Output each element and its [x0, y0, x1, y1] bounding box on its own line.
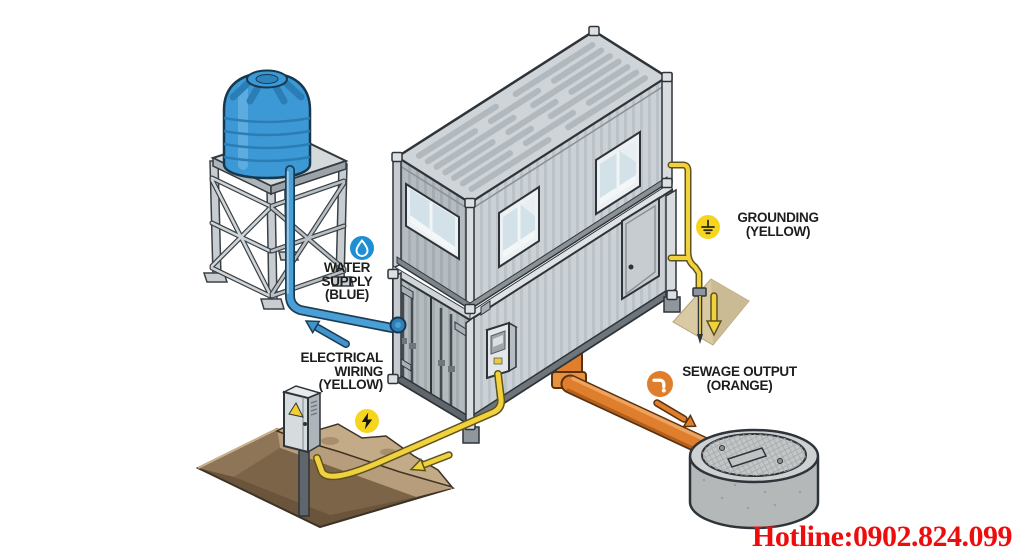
lower-container — [392, 188, 681, 444]
water-supply-label: WATER SUPPLY (BLUE) — [299, 261, 395, 302]
upper-container — [392, 29, 673, 313]
hotline-text: Hotline:0902.824.099 — [752, 520, 1013, 553]
window — [595, 130, 641, 216]
electric-meter-box — [485, 321, 518, 380]
label-line: (ORANGE) — [706, 377, 773, 393]
sewage-pipe — [560, 374, 722, 460]
label-line: GROUNDING — [737, 210, 819, 225]
earth-ground-icon — [696, 215, 720, 239]
water-flow-arrow — [304, 320, 350, 348]
grounding-label: GROUNDING (YELLOW) — [722, 211, 834, 238]
water-tank — [222, 69, 312, 180]
label-line: (YELLOW) — [318, 377, 384, 392]
ground-clamp — [692, 287, 707, 297]
label-line: SEWAGE OUTPUT — [682, 364, 797, 379]
lightning-bolt-icon — [355, 409, 379, 433]
electrical-cable — [313, 370, 506, 481]
cabinet-pole — [298, 449, 310, 517]
corner-castings — [387, 25, 678, 431]
label-line: ELECTRICAL — [300, 350, 384, 365]
electrical-flow-arrow — [409, 451, 453, 472]
hazard-triangle — [288, 401, 304, 418]
sewage-output-label: SEWAGE OUTPUT (ORANGE) — [676, 365, 803, 392]
window — [405, 182, 460, 261]
water-drop-icon — [350, 236, 374, 260]
electrical-wiring-label: ELECTRICAL WIRING (YELLOW) — [253, 350, 384, 392]
label-line: WATER — [323, 260, 371, 275]
water-pipe — [285, 165, 407, 334]
electrical-cabinet — [281, 385, 323, 454]
sewage-manhole — [688, 428, 820, 530]
container-stack — [387, 25, 681, 444]
label-line: WIRING — [334, 363, 384, 379]
ground-rod — [697, 296, 703, 344]
grounding-down-arrow — [705, 292, 723, 337]
label-line: SUPPLY — [321, 273, 373, 289]
label-line: (BLUE) — [325, 287, 369, 302]
roof-corrugation — [416, 42, 648, 192]
grounding-assembly — [667, 161, 750, 346]
container-doors — [397, 282, 467, 414]
window — [498, 185, 540, 269]
entry-door — [621, 196, 660, 301]
pipe-outlet-icon — [647, 371, 673, 397]
label-line: (YELLOW) — [745, 223, 811, 239]
grounding-wire — [667, 161, 703, 294]
sewage-flow-arrow — [653, 399, 697, 428]
